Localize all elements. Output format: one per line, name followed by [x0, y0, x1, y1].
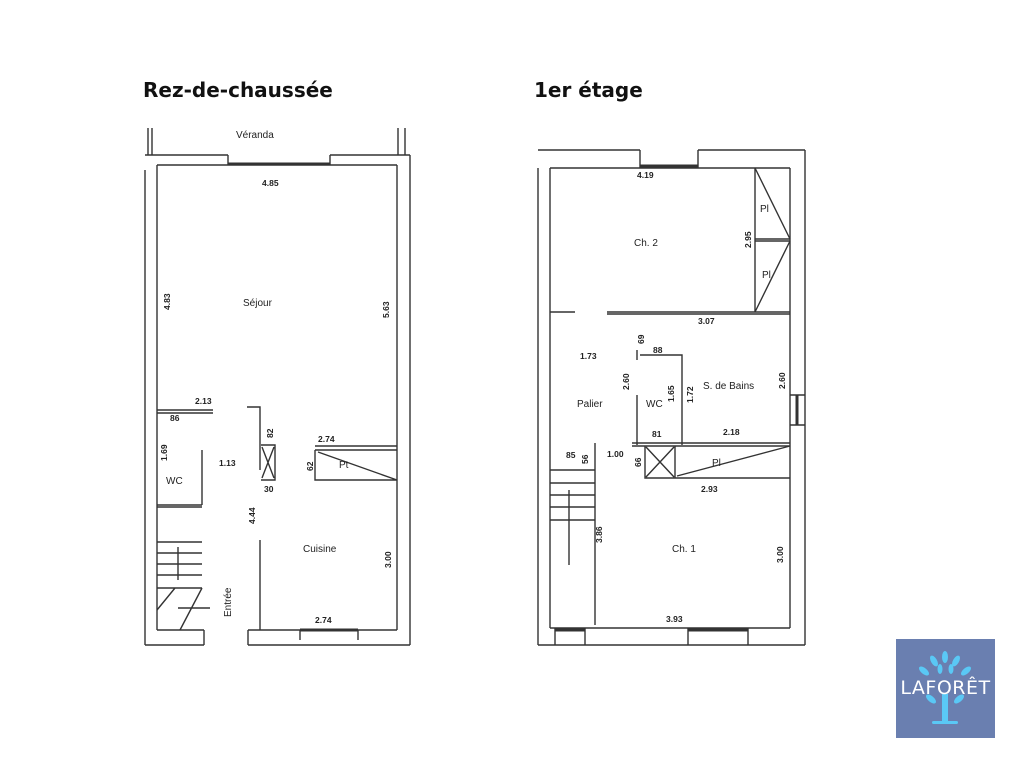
dim: 3.86	[594, 526, 604, 543]
dim: 2.93	[701, 484, 718, 494]
room-palier: Palier	[577, 399, 603, 410]
dim: 62	[305, 461, 315, 471]
room-wc: WC	[166, 476, 183, 487]
dim: 1.72	[685, 386, 695, 403]
room-sdb: S. de Bains	[703, 381, 754, 392]
first-floor-title: 1er étage	[534, 78, 643, 102]
room-cuisine: Cuisine	[303, 544, 337, 555]
dim: 4.19	[637, 170, 654, 180]
dim: 69	[636, 334, 646, 344]
room-veranda: Véranda	[236, 130, 274, 141]
first-floor-plan: Ch. 2 Pl Pl Palier WC S. de Bains Ch. 1 …	[537, 149, 806, 646]
dim: 1.13	[219, 458, 236, 468]
dim: 88	[653, 345, 663, 355]
dim: 2.60	[777, 372, 787, 389]
dim: 56	[580, 454, 590, 464]
dim: 2.95	[743, 231, 753, 248]
dim: 82	[265, 428, 275, 438]
logo-text: LAFORÊT	[900, 677, 991, 699]
room-pl1: Pl	[760, 204, 769, 215]
room-placard: Pt	[339, 460, 349, 471]
room-wc: WC	[646, 399, 663, 410]
dim: 2.74	[315, 615, 332, 625]
dim: 1.65	[666, 385, 676, 402]
dim: 66	[633, 457, 643, 467]
dim: 3.93	[666, 614, 683, 624]
dim: 2.18	[723, 427, 740, 437]
room-ch1: Ch. 1	[672, 544, 696, 555]
dim: 4.83	[162, 293, 172, 310]
laforet-logo: LAFORÊT	[896, 639, 995, 738]
dim: 2.60	[621, 373, 631, 390]
dim: 2.13	[195, 396, 212, 406]
dim: 2.74	[318, 434, 335, 444]
dim: 81	[652, 429, 662, 439]
room-sejour: Séjour	[243, 298, 273, 309]
tree-icon	[919, 651, 971, 724]
dim: 3.00	[383, 551, 393, 568]
dim: 3.07	[698, 316, 715, 326]
dim: 86	[170, 413, 180, 423]
dim: 4.85	[262, 178, 279, 188]
dim: 30	[264, 484, 274, 494]
dim: 1.73	[580, 351, 597, 361]
dim: 3.00	[775, 546, 785, 563]
dim: 4.44	[247, 507, 257, 524]
ground-floor-plan: Véranda Séjour WC Cuisine Pt Entrée 4.85…	[144, 128, 411, 646]
dim: 85	[566, 450, 576, 460]
dim: 5.63	[381, 301, 391, 318]
room-entree: Entrée	[223, 587, 234, 617]
room-ch2: Ch. 2	[634, 238, 658, 249]
room-pl2: Pl	[762, 270, 771, 281]
dim: 1.00	[607, 449, 624, 459]
room-pl3: Pl	[712, 458, 721, 469]
ground-floor-title: Rez-de-chaussée	[143, 78, 333, 102]
dim: 1.69	[159, 444, 169, 461]
